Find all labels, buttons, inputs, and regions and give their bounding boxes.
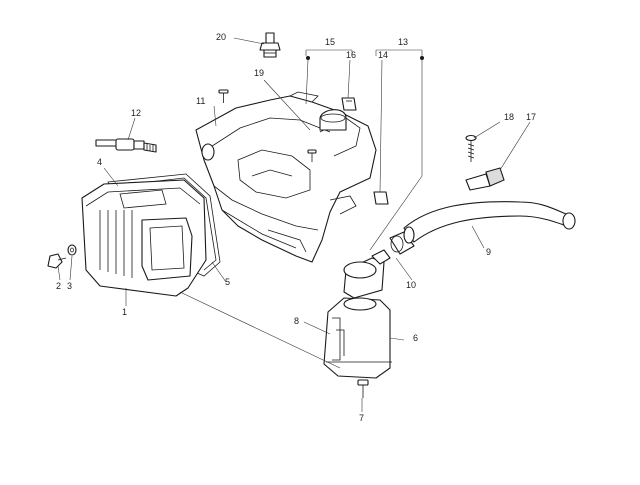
part-6-breather-box <box>323 297 392 379</box>
callout-5: 5 <box>225 277 230 287</box>
callout-14: 14 <box>378 50 388 60</box>
callout-16: 16 <box>346 50 356 60</box>
callout-13: 13 <box>398 37 408 47</box>
callout-10: 10 <box>406 280 416 290</box>
callout-15: 15 <box>325 37 335 47</box>
part-14-clip <box>373 191 389 205</box>
part-18-screw <box>465 134 477 162</box>
part-9-breather-hose <box>403 201 576 244</box>
callout-3: 3 <box>67 281 72 291</box>
callout-20: 20 <box>216 32 226 42</box>
callout-2: 2 <box>56 281 61 291</box>
part-screw-upper <box>218 89 229 103</box>
part-3-washer <box>67 244 77 256</box>
callout-labels: 20 15 13 16 14 19 11 12 18 17 4 9 2 3 5 … <box>56 32 536 423</box>
callout-6: 6 <box>413 333 418 343</box>
bracket-group-15 <box>305 49 353 60</box>
callout-17: 17 <box>526 112 536 122</box>
callout-12: 12 <box>131 108 141 118</box>
part-13-coupling <box>389 231 415 255</box>
callout-4: 4 <box>97 157 102 167</box>
callout-8: 8 <box>294 316 299 326</box>
part-16-clip <box>341 97 357 111</box>
part-17-hose-clamp <box>465 167 505 191</box>
part-1-valve-cover <box>81 179 207 297</box>
part-screw-middle <box>307 149 317 162</box>
part-10-hose-connector <box>343 249 391 299</box>
callout-18: 18 <box>504 112 514 122</box>
callout-19: 19 <box>254 68 264 78</box>
callout-1: 1 <box>122 307 127 317</box>
part-12-spark-plug <box>95 138 157 153</box>
part-2-bolt <box>47 253 67 269</box>
callout-9: 9 <box>486 247 491 257</box>
part-7-screw <box>357 379 369 398</box>
part-20-temperature-sensor <box>259 32 281 58</box>
part-19-cylinder-shroud <box>195 91 377 263</box>
bracket-group-13 <box>375 49 424 60</box>
leader-lines <box>57 37 531 412</box>
callout-11: 11 <box>196 96 205 106</box>
callout-7: 7 <box>359 413 364 423</box>
